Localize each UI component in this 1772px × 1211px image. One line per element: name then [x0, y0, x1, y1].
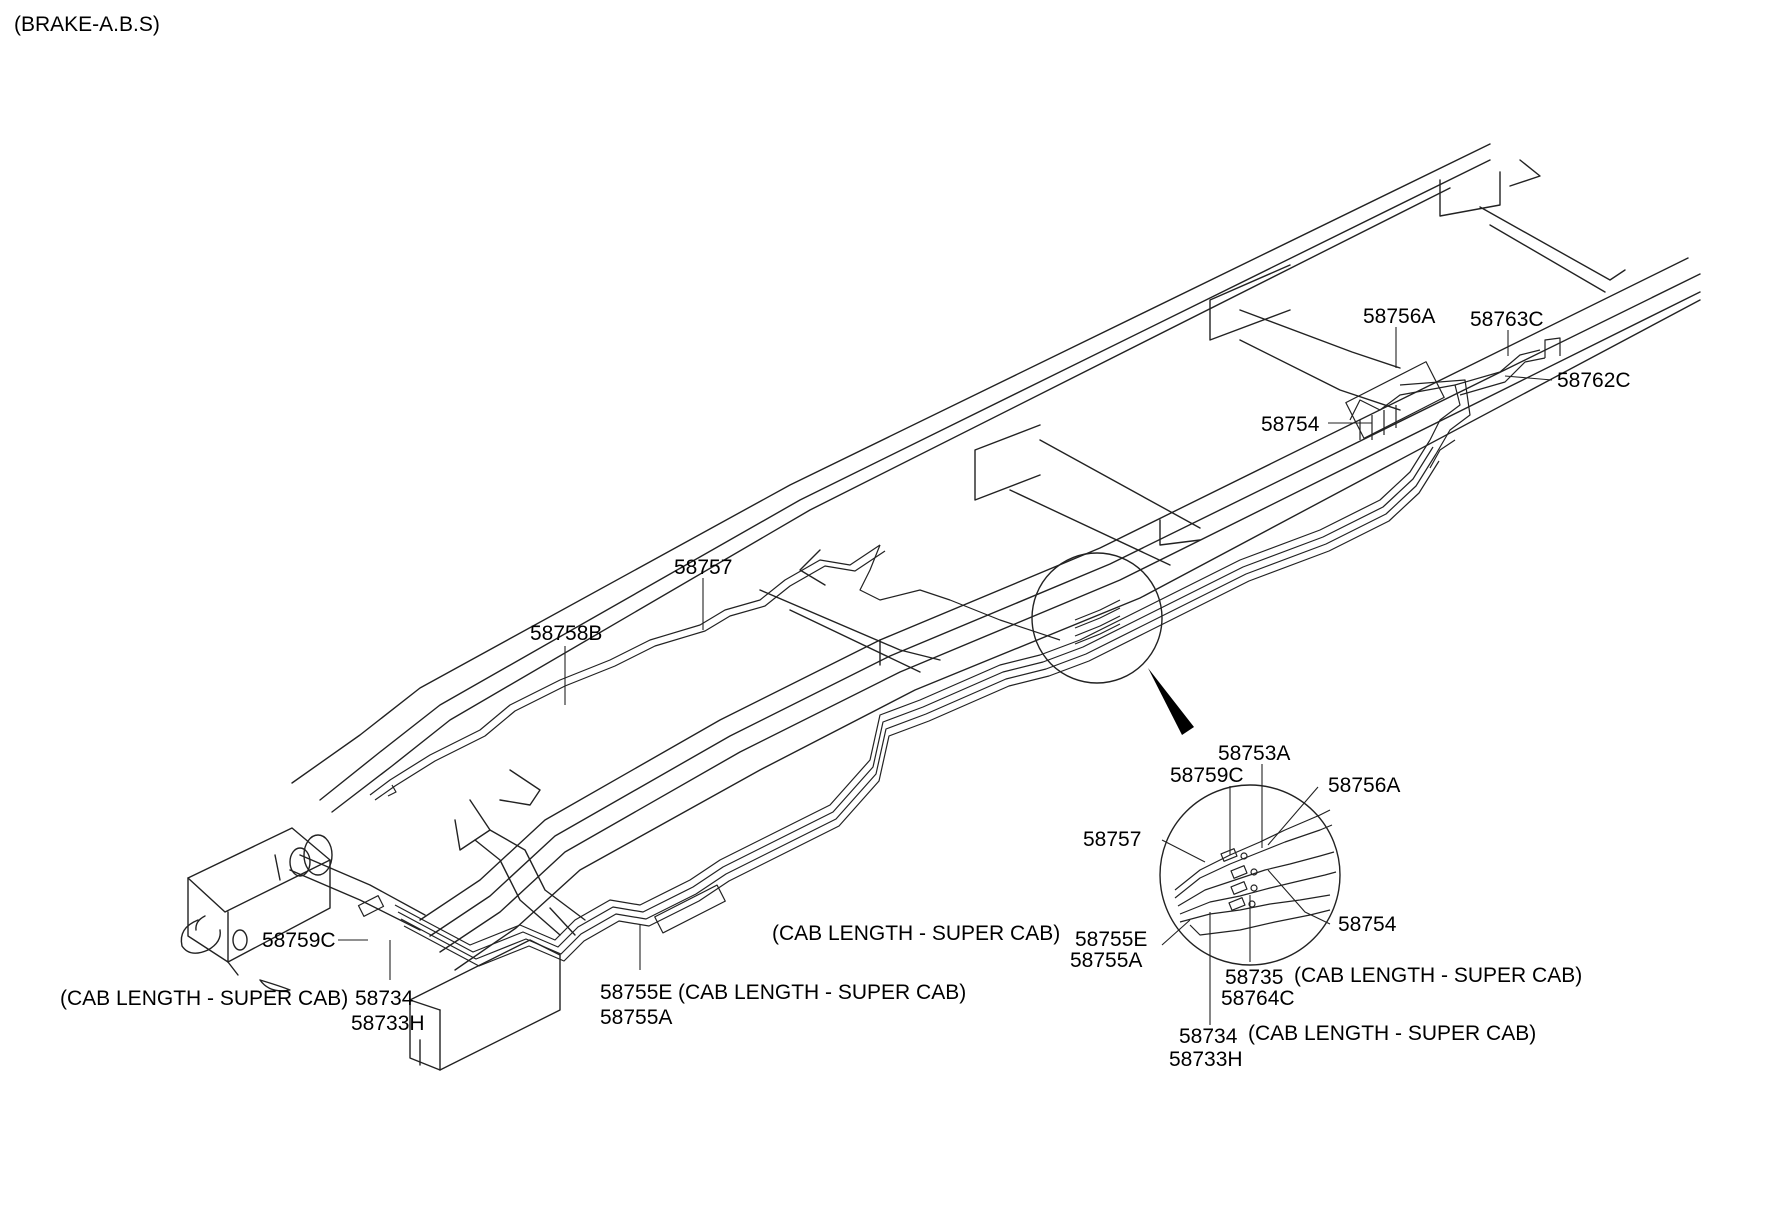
callout-58755E-main: 58755E — [600, 981, 672, 1004]
callout-58762C: 58762C — [1557, 369, 1631, 392]
main-callouts: 58756A 58763C 58762C 58754 58757 58758B … — [60, 305, 1631, 1035]
detail-callout-58756A: 58756A — [1328, 774, 1400, 797]
detail-callout-cab-length-a: (CAB LENGTH - SUPER CAB) — [772, 922, 1060, 945]
callout-58759C-main: 58759C — [262, 929, 336, 952]
detail-callout-58755A: 58755A — [1070, 949, 1142, 972]
junction-detail-circle — [1031, 552, 1163, 684]
detail-callout-58754: 58754 — [1338, 913, 1397, 936]
detail-callout-58757: 58757 — [1083, 828, 1141, 851]
diagram-title: (BRAKE-A.B.S) — [14, 13, 160, 36]
vehicle-frame — [180, 143, 1701, 1071]
callout-58758B: 58758B — [530, 622, 602, 645]
detail-callout-58759C: 58759C — [1170, 764, 1244, 787]
callout-58734-main: 58734 — [355, 987, 414, 1010]
detail-callout-cab-length-c: (CAB LENGTH - SUPER CAB) — [1248, 1022, 1536, 1045]
callout-58733H-main: 58733H — [351, 1012, 425, 1035]
callout-58754-main: 58754 — [1261, 413, 1320, 436]
detail-callout-58733H: 58733H — [1169, 1048, 1243, 1071]
detail-callout-58764C: 58764C — [1221, 987, 1295, 1010]
junction-detail-view: 58753A 58759C 58756A 58757 58754 (CAB LE… — [772, 742, 1582, 1071]
callout-cab-length-mid: (CAB LENGTH - SUPER CAB) — [678, 981, 966, 1004]
detail-callout-58735: 58735 — [1225, 966, 1283, 989]
detail-pointer-arrow — [1148, 668, 1194, 735]
brake-lines — [357, 337, 1561, 967]
callout-58755A-main: 58755A — [600, 1006, 672, 1029]
detail-callout-58755E: 58755E — [1075, 928, 1147, 951]
detail-callout-58734: 58734 — [1179, 1025, 1238, 1048]
detail-callout-cab-length-b: (CAB LENGTH - SUPER CAB) — [1294, 964, 1582, 987]
callout-58756A-main: 58756A — [1363, 305, 1435, 328]
callout-cab-length-left: (CAB LENGTH - SUPER CAB) — [60, 987, 348, 1010]
callout-58763C: 58763C — [1470, 308, 1544, 331]
detail-callout-58753A: 58753A — [1218, 742, 1290, 765]
callout-58757-main: 58757 — [674, 556, 732, 579]
